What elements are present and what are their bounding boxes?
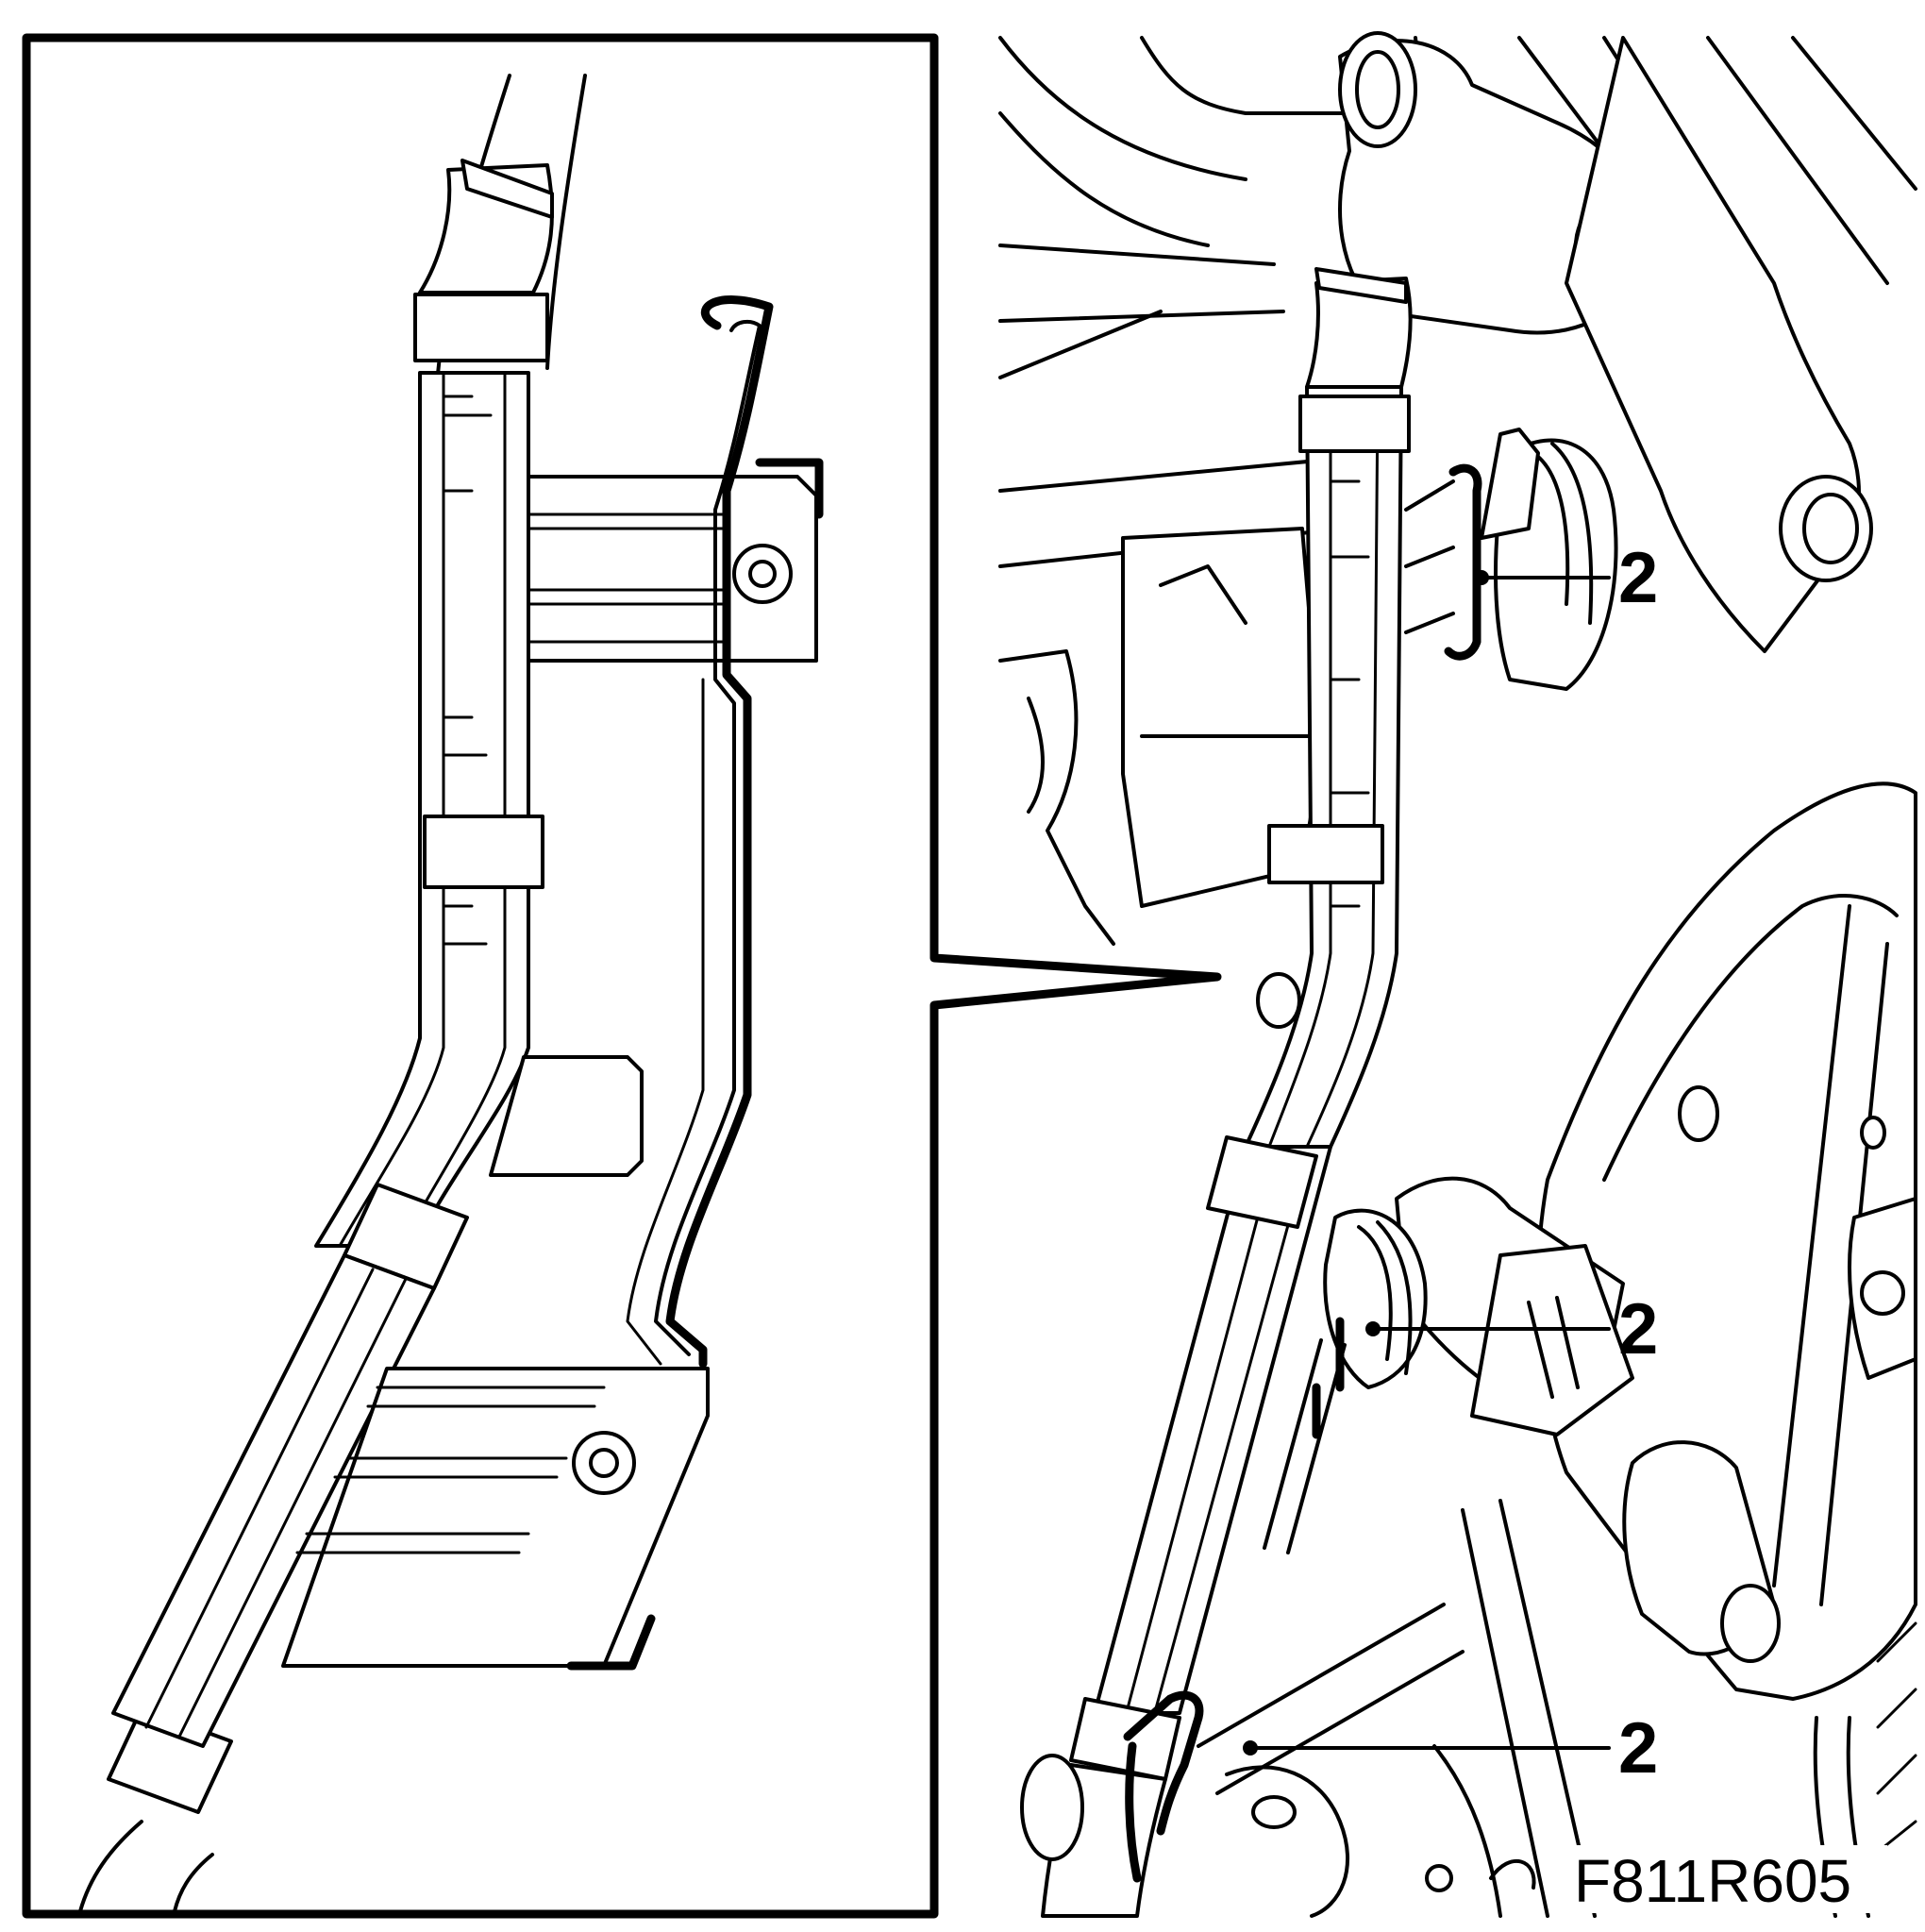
lower-fitting-ring bbox=[1489, 1858, 1536, 1890]
callout-label-1: 2 bbox=[1618, 538, 1658, 618]
bg-line-2 bbox=[998, 111, 1210, 247]
knuckle-inner-arc bbox=[1602, 894, 1899, 1182]
main-pipe-cap bbox=[1305, 277, 1413, 389]
bracket-upper-ribs bbox=[527, 512, 728, 644]
arm-linkage bbox=[1470, 1244, 1634, 1436]
main-clamp-2 bbox=[1267, 824, 1384, 884]
bg-line-6 bbox=[1140, 36, 1351, 115]
lower-link-5 bbox=[1866, 1621, 1917, 1861]
main-pipe-lower-inner-2 bbox=[1154, 1154, 1309, 1710]
detail-panel bbox=[22, 33, 1222, 1919]
lower-plate-hole bbox=[1251, 1795, 1297, 1829]
arm-bushing-mid-rings bbox=[1357, 1220, 1413, 1375]
main-hose-upper-thin bbox=[1404, 479, 1455, 634]
bg-line-5 bbox=[998, 310, 1163, 379]
main-hose-upper bbox=[1444, 463, 1482, 661]
lower-link-2 bbox=[1197, 1603, 1465, 1795]
hose-inner-2 bbox=[626, 678, 705, 1366]
pipe-lower bbox=[111, 1253, 436, 1748]
upper-stud bbox=[1480, 428, 1540, 540]
bracket-lower-hole bbox=[589, 1448, 619, 1478]
pipe-upper bbox=[314, 371, 530, 1248]
bracket-upper-edge bbox=[755, 458, 824, 519]
figure-code-bg bbox=[1571, 1845, 1887, 1913]
bg-line-1 bbox=[998, 36, 1247, 181]
knuckle-hole bbox=[1678, 1085, 1719, 1142]
pipe-lower-inner bbox=[144, 1268, 375, 1729]
bg-line-3 bbox=[998, 244, 1285, 323]
pipe-top-cap-lip bbox=[460, 159, 554, 219]
lower-link-3 bbox=[1263, 1338, 1347, 1554]
bracket-upper-hole bbox=[748, 560, 777, 588]
main-clamp-1 bbox=[1298, 395, 1411, 453]
main-pipe-upper-inner-2 bbox=[1305, 395, 1380, 1149]
bracket-lower-ribs bbox=[295, 1386, 606, 1554]
clamp-band-1 bbox=[413, 293, 549, 362]
bracket-lower-edge bbox=[566, 1614, 656, 1671]
main-pipe-upper-inner bbox=[1267, 395, 1332, 1149]
bracket-upper bbox=[527, 475, 818, 663]
main-clamp-3 bbox=[1206, 1135, 1318, 1229]
main-pipe-lower-inner bbox=[1126, 1154, 1276, 1710]
arm-linkage-bolt bbox=[1527, 1296, 1580, 1399]
lower-fitting bbox=[1425, 1864, 1453, 1892]
hose-clip-bottom-2 bbox=[1125, 1741, 1142, 1883]
right-arm-boss-inner bbox=[1802, 493, 1859, 564]
lower-cylinder-end bbox=[1720, 1584, 1781, 1663]
lower-bushing-left bbox=[1020, 1754, 1084, 1861]
body-contour-right bbox=[545, 74, 587, 370]
mount-boss-1-inner bbox=[1355, 50, 1400, 129]
main-pipe-notches bbox=[1329, 479, 1370, 908]
left-housing bbox=[998, 649, 1115, 946]
main-hose-mid bbox=[1312, 1317, 1345, 1439]
hose-clip-bottom bbox=[1123, 1690, 1204, 1836]
main-pipe-cap-lip bbox=[1314, 267, 1408, 304]
pipe-notches bbox=[442, 395, 493, 946]
pipe-lower-inner-2 bbox=[177, 1277, 408, 1739]
knuckle-hole-2 bbox=[1860, 1116, 1886, 1150]
body-contour-lower-2 bbox=[173, 1853, 214, 1913]
lower-hose-end bbox=[1432, 1744, 1502, 1918]
body-contour-lower bbox=[78, 1820, 143, 1913]
clamp-band-2 bbox=[423, 815, 544, 889]
hose-outline bbox=[665, 295, 774, 1369]
pipe-upper-inner bbox=[338, 371, 445, 1248]
left-housing-2 bbox=[1027, 697, 1045, 814]
subframe-block-detail bbox=[1140, 564, 1314, 738]
main-pipe-eye bbox=[1256, 972, 1301, 1029]
callout-label-3: 2 bbox=[1618, 1708, 1658, 1789]
main-view: 2 2 2 F811R605 bbox=[998, 31, 1917, 1918]
figure-code: F811R605 bbox=[1574, 1847, 1851, 1915]
callout-label-2: 2 bbox=[1618, 1289, 1658, 1369]
lower-bracket-plate bbox=[1225, 1765, 1349, 1918]
hose-inner bbox=[654, 319, 762, 1356]
pipe-tab bbox=[489, 1055, 644, 1177]
detail-frame bbox=[22, 33, 1222, 1919]
right-mount-bolt bbox=[1860, 1270, 1905, 1316]
